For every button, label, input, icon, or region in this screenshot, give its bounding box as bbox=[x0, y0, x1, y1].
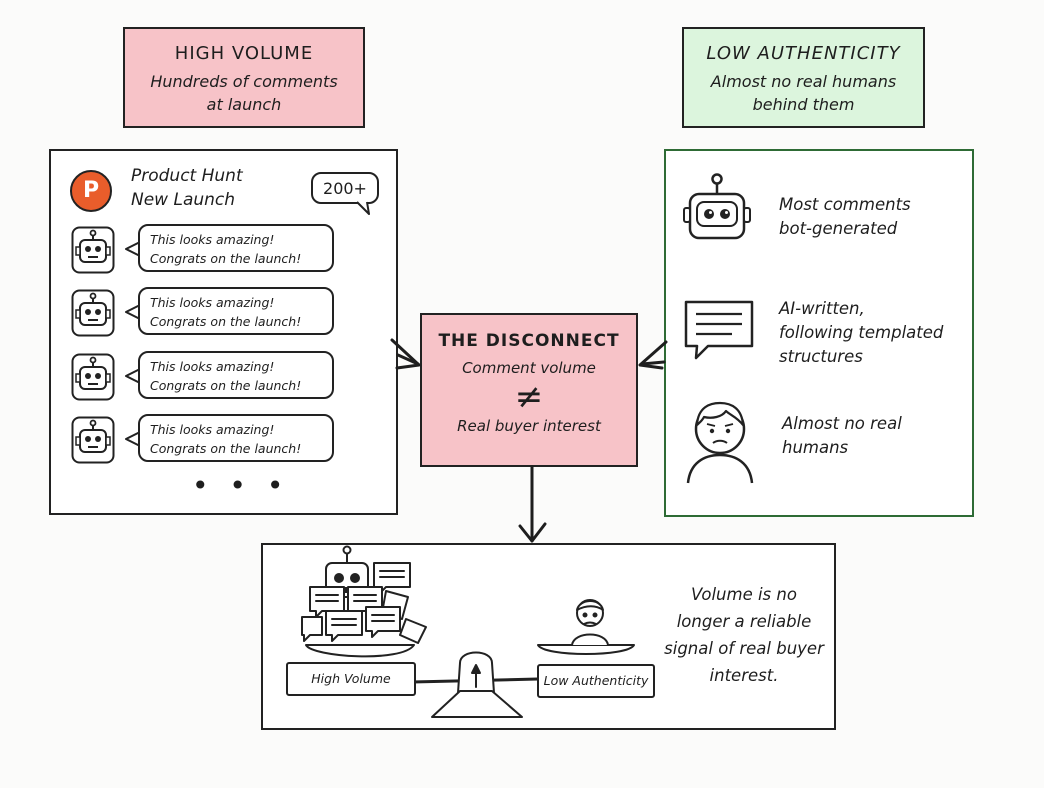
bubble-tail-icon bbox=[125, 304, 141, 320]
reason-2-text: AI-written, following templated structur… bbox=[779, 297, 943, 369]
reason-2-line2: following templated bbox=[779, 323, 944, 342]
comment-line1: This looks amazing! bbox=[150, 422, 275, 437]
human-face-icon bbox=[686, 401, 754, 484]
scale-left-label: High Volume bbox=[286, 662, 416, 696]
robot-avatar-icon bbox=[71, 226, 115, 274]
launch-title-line2: New Launch bbox=[131, 190, 236, 210]
comment-row: This looks amazing! Congrats on the launc… bbox=[68, 287, 338, 341]
chat-bubble-icon bbox=[684, 300, 754, 360]
launch-title: Product Hunt New Launch bbox=[131, 164, 243, 212]
more-comments-ellipsis: • • • bbox=[192, 469, 290, 502]
badge-tail-icon bbox=[356, 201, 370, 215]
comment-bubble: This looks amazing! Congrats on the launc… bbox=[138, 351, 334, 399]
high-volume-box: HIGH VOLUME Hundreds of comments at laun… bbox=[123, 27, 365, 128]
robot-avatar-icon bbox=[71, 289, 115, 337]
comment-line2: Congrats on the launch! bbox=[150, 314, 302, 329]
comment-row: This looks amazing! Congrats on the launc… bbox=[68, 224, 338, 278]
scale-right-label: Low Authenticity bbox=[537, 664, 655, 698]
disconnect-line1: Comment volume bbox=[462, 359, 596, 377]
low-authenticity-subtitle: Almost no real humans behind them bbox=[710, 72, 897, 114]
comment-bubble: This looks amazing! Congrats on the launc… bbox=[138, 414, 334, 462]
reason-1-line2: bot-generated bbox=[779, 219, 898, 238]
not-equal-symbol: ≠ bbox=[514, 377, 544, 417]
low-authenticity-box: LOW AUTHENTICITY Almost no real humans b… bbox=[682, 27, 925, 128]
robot-avatar-icon bbox=[71, 416, 115, 464]
conclusion-text: Volume is no longer a reliable signal of… bbox=[664, 585, 824, 685]
bubble-tail-icon bbox=[125, 431, 141, 447]
high-volume-title: HIGH VOLUME bbox=[174, 43, 314, 64]
low-authenticity-title: LOW AUTHENTICITY bbox=[706, 43, 901, 64]
reason-2-line3: structures bbox=[779, 347, 863, 366]
bubble-tail-icon bbox=[125, 368, 141, 384]
bubble-tail-icon bbox=[125, 241, 141, 257]
comment-line1: This looks amazing! bbox=[150, 295, 275, 310]
arrow-right-to-center bbox=[640, 360, 666, 366]
comment-line2: Congrats on the launch! bbox=[150, 378, 302, 393]
disconnect-line2: Real buyer interest bbox=[457, 417, 601, 435]
disconnect-title: THE DISCONNECT bbox=[438, 331, 620, 351]
comment-bubble: This looks amazing! Congrats on the launc… bbox=[138, 287, 334, 335]
comment-line2: Congrats on the launch! bbox=[150, 251, 302, 266]
reason-3-text: Almost no real humans bbox=[782, 412, 902, 460]
product-hunt-logo: P bbox=[70, 170, 112, 212]
arrow-left-to-center bbox=[396, 353, 420, 366]
reason-1-line1: Most comments bbox=[779, 195, 911, 214]
balance-scale-illustration bbox=[301, 545, 635, 718]
reason-2-line1: AI-written, bbox=[779, 299, 865, 318]
comment-count-text: 200+ bbox=[311, 172, 379, 204]
robot-avatar-icon bbox=[71, 353, 115, 401]
comment-bubble: This looks amazing! Congrats on the launc… bbox=[138, 224, 334, 272]
comment-row: This looks amazing! Congrats on the launc… bbox=[68, 351, 338, 405]
comment-line2: Congrats on the launch! bbox=[150, 441, 302, 456]
comment-row: This looks amazing! Congrats on the launc… bbox=[68, 414, 338, 468]
disconnect-box: THE DISCONNECT Comment volume ≠ Real buy… bbox=[420, 313, 638, 467]
launch-title-line1: Product Hunt bbox=[131, 166, 243, 186]
reason-3-line2: humans bbox=[782, 438, 849, 457]
comment-line1: This looks amazing! bbox=[150, 232, 275, 247]
reason-1-text: Most comments bot-generated bbox=[779, 193, 911, 241]
reason-3-line1: Almost no real bbox=[782, 414, 902, 433]
robot-icon bbox=[683, 173, 751, 240]
comment-count-badge: 200+ bbox=[311, 172, 381, 216]
high-volume-subtitle: Hundreds of comments at launch bbox=[150, 72, 338, 114]
comment-line1: This looks amazing! bbox=[150, 359, 275, 374]
